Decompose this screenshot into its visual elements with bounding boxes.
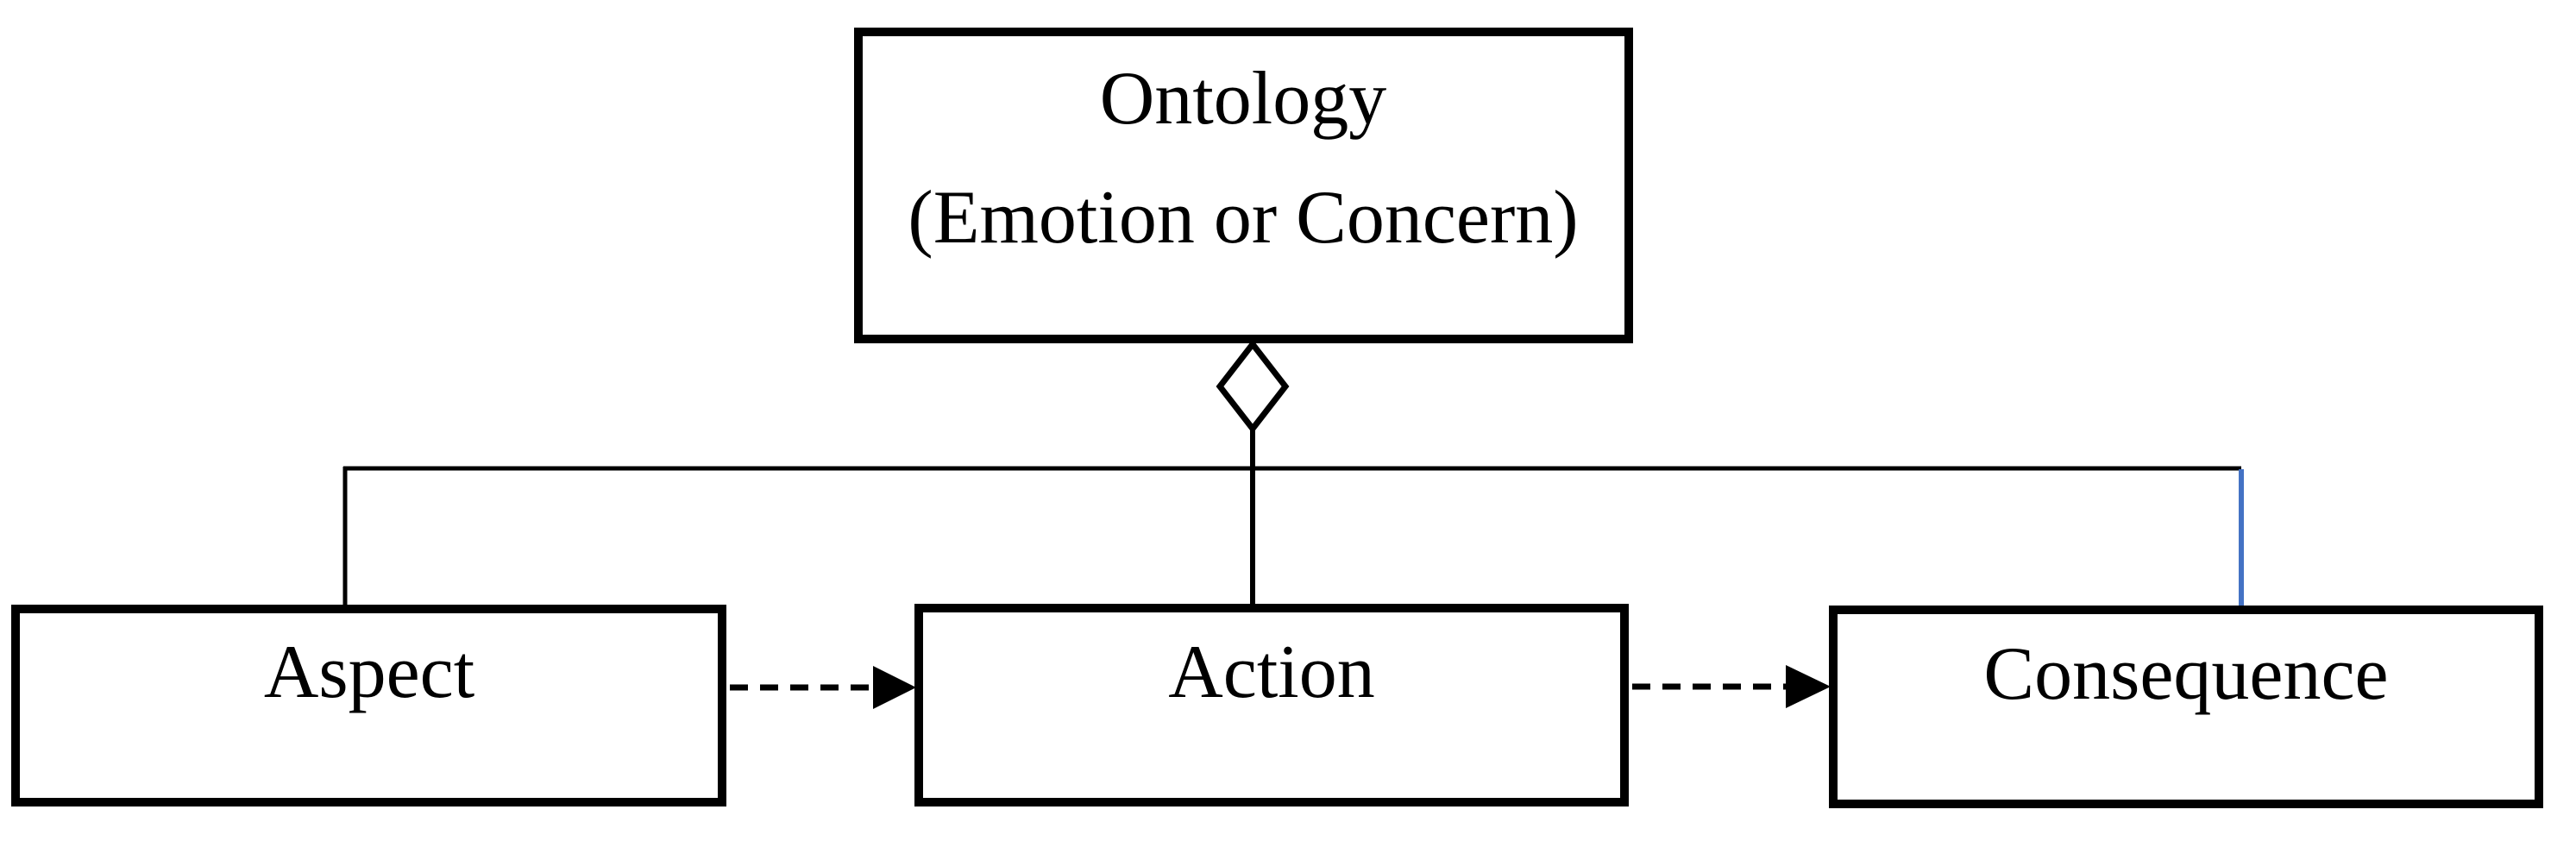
node-label-action: Action — [1168, 631, 1375, 714]
node-box-aspect — [11, 605, 726, 806]
aggregation-connectors — [342, 339, 2244, 611]
node-box-action — [914, 604, 1629, 806]
dependency-arrows — [730, 665, 1831, 709]
node-box-ontology — [854, 28, 1633, 343]
node-consequence: Consequence — [1829, 606, 2543, 808]
node-label-ontology-line1: Ontology — [1100, 57, 1386, 141]
node-aspect: Aspect — [11, 605, 726, 806]
node-ontology: Ontology (Emotion or Concern) — [854, 28, 1633, 343]
arrowhead-into-consequence-icon — [1786, 665, 1831, 708]
arrowhead-into-action-icon — [873, 666, 916, 709]
node-box-consequence — [1829, 606, 2543, 808]
node-label-consequence: Consequence — [1983, 632, 2388, 716]
node-label-ontology-line2: (Emotion or Concern) — [908, 176, 1578, 260]
aggregation-diamond-icon — [1216, 339, 1290, 434]
node-action: Action — [914, 604, 1629, 806]
node-label-aspect: Aspect — [264, 631, 474, 714]
